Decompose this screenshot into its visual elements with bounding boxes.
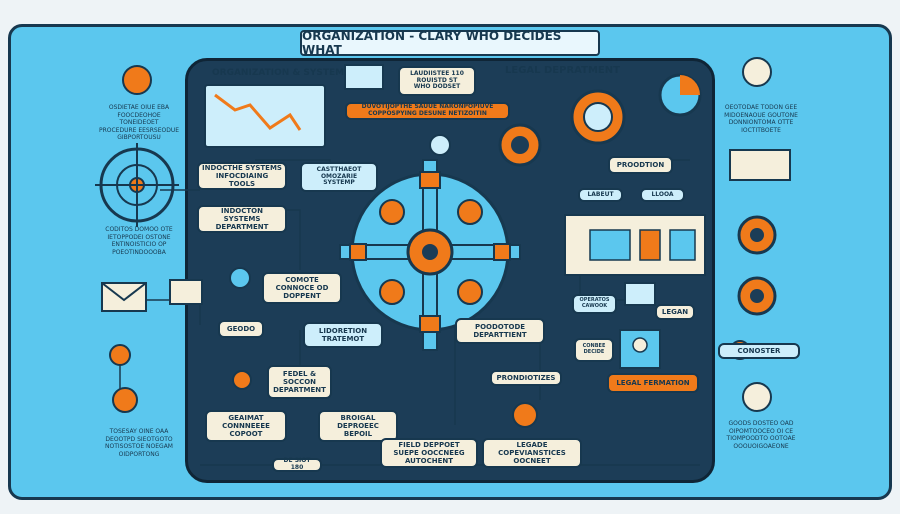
team-icon <box>729 149 791 181</box>
tooling-label: INDOCTHE SYSTEMS INFOCDIAING TOOLS <box>197 162 287 190</box>
customer-note-label: CASTTHAEOT OMOZARIE SYSTEMP <box>300 162 378 192</box>
pronditories-label: PRONDIOTIZES <box>490 370 562 386</box>
support-small-label: OPERATOS CAWOOK <box>572 294 617 314</box>
unit-left-label: GEODO <box>218 320 264 338</box>
central-hub <box>339 159 521 351</box>
field-department-label: FIELD DEPPOET SUEPE OOCCNEEG AUTOCHENT <box>380 438 478 468</box>
trend-chart-card <box>204 84 326 148</box>
profile-card-icon <box>619 329 661 369</box>
large-gear-icon <box>570 89 626 145</box>
general-label: GEAIMAT CONNNEEEE COPOOT <box>205 410 287 442</box>
gear-icon <box>512 402 538 428</box>
note-left-top: OSDIETAE OIUE EBA FOOCDEOHOE TONEIDEOET … <box>98 104 180 141</box>
broiga-label: BROIGAL DEPROEEC BEPOIL <box>318 410 398 442</box>
header-org-system: ORGANIZATION & SYSTEM <box>212 68 345 78</box>
conoster-label: CONOSTER <box>718 343 800 359</box>
hub-connector-block <box>419 171 441 189</box>
fedel-department-label: FEDEL & SOCCON DEPARTMENT <box>267 365 332 399</box>
avatar-icon <box>632 337 648 353</box>
legal-formation-label: LEGAL FERMATION <box>607 373 699 393</box>
promotion-label: PROODTION <box>608 156 673 174</box>
gear-icon <box>379 199 405 225</box>
systems-department-label: INDOCTON SYSTEMS DEPARTMENT <box>197 205 287 233</box>
gear-icon-center <box>750 289 764 303</box>
note-left-bottom: TOSESAY OINE OAA DEOOTPD SIEOTGOTO NOTIS… <box>104 428 173 458</box>
cloud-icon <box>742 382 772 412</box>
note-right-top: OEOTODAE TODON GEE MIDOENAOUE GOUTONE DO… <box>724 104 798 134</box>
note-left-mid: CODITOS DOMOO OTE IETOPPODEI OSTONE ENTI… <box>105 226 173 256</box>
hub-connector-block <box>349 243 367 261</box>
cloud-icon <box>429 134 451 156</box>
envelope-icon <box>169 279 203 305</box>
gear-icon <box>457 199 483 225</box>
location-pin-icon <box>122 65 152 95</box>
chart-card-frame <box>204 84 326 148</box>
header-legal-department: LEGAL DEPRATMENT <box>505 65 620 76</box>
top-note: LAUDIISTEE 110 ROUISTD ST WHO DODSET <box>398 66 476 96</box>
laptop-icon <box>344 64 384 90</box>
office-building-icon <box>564 214 706 276</box>
target-icon <box>95 143 179 227</box>
monitor-icon <box>624 282 656 306</box>
cloud-icon <box>742 57 772 87</box>
hub-center-dot <box>422 244 438 260</box>
contact-department-label: COMOTE CONNOCE OD DOPPENT <box>262 272 342 304</box>
pie-chart-slice <box>680 75 700 95</box>
production-department-label: POODOTODE DEPARTTIENT <box>455 318 545 344</box>
mail-icon-flap <box>101 282 147 302</box>
gear-icon-center <box>750 228 764 242</box>
legislation-label: LIDORETION TRATEMOT <box>303 322 383 348</box>
decide-label: CONBEE DECIDE <box>574 338 614 362</box>
trend-line-icon <box>214 93 302 131</box>
labels-sub-2: LLOOA <box>640 188 685 202</box>
lock-icon <box>109 344 131 366</box>
bottom-bar-label: DE SIOT 180 <box>272 457 322 472</box>
hub-connector-block <box>493 243 511 261</box>
gear-icon <box>229 267 251 289</box>
legade-label: LEGADE COPEVIANSTICES OOCNEET <box>482 438 582 468</box>
orange-banner: DUVOTIJOPTHE SAUUE NARONPOPIUVE COPPOSPY… <box>345 102 510 120</box>
hub-connector-block <box>419 315 441 333</box>
gear-icon-center <box>511 136 529 154</box>
gear-icon <box>379 279 405 305</box>
legan-label: LEGAN <box>655 304 695 320</box>
gear-icon <box>457 279 483 305</box>
person-icon <box>112 387 138 413</box>
note-right-bottom: GOODS DOSTEO OAD OIPOMTOOCEO OI CE TIOMP… <box>726 420 796 450</box>
page-title: ORGANIZATION - CLARY WHO DECIDES WHAT <box>300 29 600 57</box>
labels-sub-1: LABEUT <box>578 188 623 202</box>
gear-icon <box>232 370 252 390</box>
